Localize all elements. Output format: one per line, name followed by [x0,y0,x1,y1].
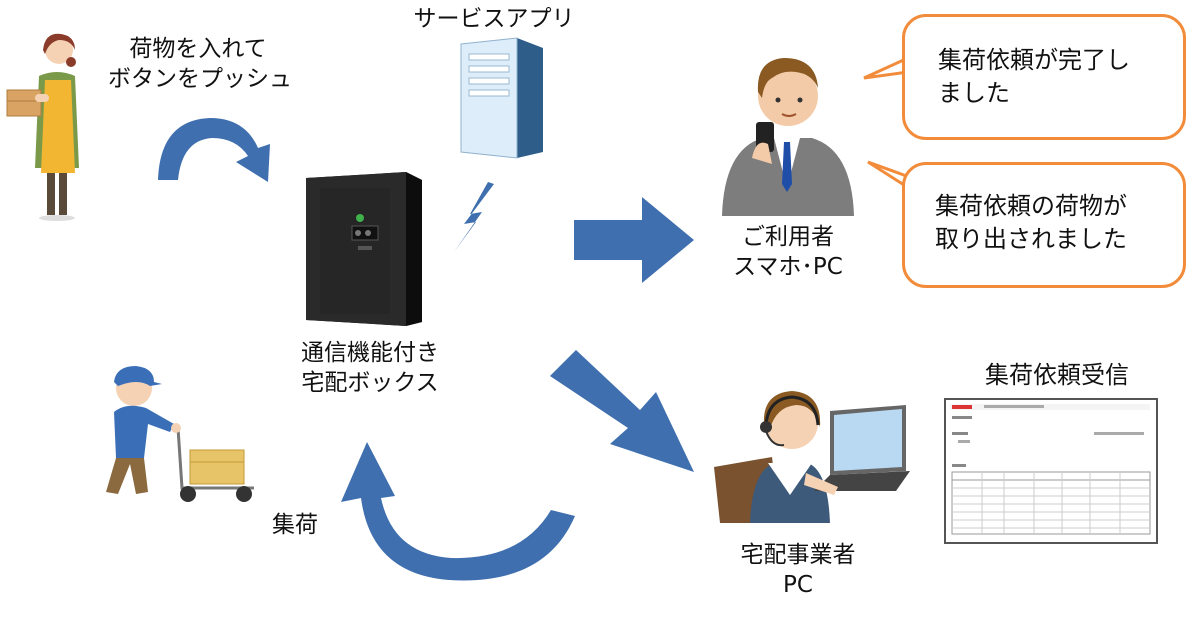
box-caption: 通信機能付き 宅配ボックス [301,340,439,396]
lightning-signal-icon [454,182,494,252]
screen-thumbnail [944,398,1158,544]
curved-arrow-bottom [341,442,575,581]
delivery-box-illustration [306,172,422,326]
delivery-worker-cart-illustration [106,366,254,502]
shopkeeper-woman-illustration [6,33,79,221]
bubble-complete-text: 集荷依頼が完了し ました [938,46,1130,107]
arrow-to-courier [550,350,694,472]
service-app-label: サービスアプリ [413,6,575,32]
operator-woman-laptop-illustration [714,391,910,523]
courier-caption: 宅配事業者 PC [740,542,856,598]
bubble-taken [902,162,1186,288]
user-caption: ご利用者 スマホ･PC [733,224,843,280]
screen-title: 集荷依頼受信 [985,361,1129,389]
bubble-taken-tail [867,160,913,192]
server-tower-icon [460,37,543,159]
businessman-smartphone-illustration [722,58,854,216]
bubble-complete-tail [863,56,909,80]
shipper-caption: 荷物を入れて ボタンをプッシュ [108,36,292,92]
curved-arrow-top [158,118,270,182]
pickup-label: 集荷 [272,512,318,538]
bubble-complete [902,14,1186,140]
arrow-to-user [574,197,694,283]
bubble-taken-text: 集荷依頼の荷物が 取り出されました [935,192,1127,253]
